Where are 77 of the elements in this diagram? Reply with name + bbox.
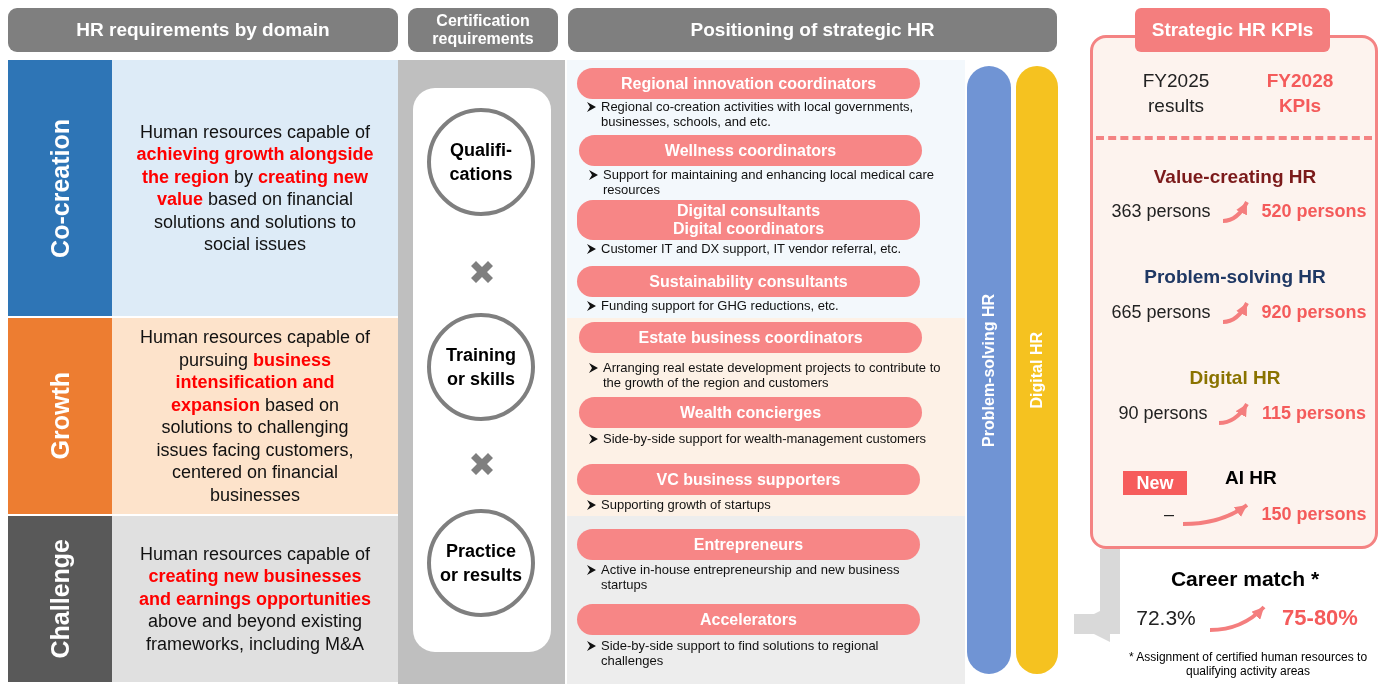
kpi-value: – [1161, 502, 1177, 526]
role-description: Supporting growth of startups [601, 497, 771, 512]
kpi-value: 665 persons [1105, 300, 1217, 324]
role-pill [577, 529, 920, 560]
role-title: Digital consultants [676, 202, 821, 220]
growth-arrow [1222, 201, 1249, 223]
section-title: Career match * [1169, 567, 1321, 591]
kpi-category: Problem-solving HR [1143, 266, 1327, 288]
role-description: Arranging real estate development projects to contribute to the growth of the region and customers [603, 360, 942, 390]
column-header: Certification requirements [408, 8, 558, 52]
column-heading: FY2028 KPIs [1253, 66, 1347, 120]
category-title: Digital HR [1028, 331, 1046, 409]
role-title: Accelerators [700, 610, 797, 629]
role-pill [577, 604, 920, 635]
kpi-value: 363 persons [1105, 199, 1217, 223]
growth-arrow [1222, 302, 1249, 324]
kpi-value: 90 persons [1113, 401, 1213, 425]
role-description: Regional co-creation activities with local governments, businesses, schools, and etc. [601, 99, 915, 129]
role-title: Entrepreneurs [693, 535, 804, 554]
block-arrow [1074, 549, 1120, 642]
kpi-panel [1090, 8, 1378, 549]
domain-title: Co-creation [45, 118, 75, 258]
requirement-text: Practice or results [439, 540, 523, 587]
role-pill [579, 135, 922, 166]
role-title: Estate business coordinators [638, 328, 863, 347]
kpi-value: 72.3% [1128, 604, 1204, 632]
domain-band [8, 318, 112, 516]
kpi-value: 115 persons [1255, 401, 1373, 425]
role-pill [577, 266, 920, 297]
description-panel [112, 318, 398, 516]
new-badge: New [1123, 471, 1187, 495]
role-pill [579, 322, 922, 353]
role-pill [577, 200, 920, 240]
category-title: Problem-solving HR [980, 293, 998, 447]
kpi-category: AI HR [1225, 467, 1278, 489]
category-bar [967, 66, 1011, 674]
panel-heading: Strategic HR KPIs [1135, 8, 1330, 52]
domain-title: Challenge [45, 539, 75, 659]
role-title: Sustainability consultants [649, 272, 848, 291]
description-panel [112, 516, 398, 684]
kpi-value: 150 persons [1255, 502, 1373, 526]
growth-arrow [1209, 605, 1266, 632]
description-text: Human resources capable of creating new businesses and earnings opportunities above and beyond existing frameworks, including M&A [138, 542, 372, 656]
role-description: Side-by-side support for wealth-management customers [603, 431, 926, 446]
role-description: Side-by-side support to find solutions to regional challenges [601, 638, 880, 668]
requirement-text: Qualifi- cations [448, 139, 514, 186]
role-description: Customer IT and DX support, IT vendor referral, etc. [601, 241, 902, 256]
role-title: Wealth concierges [679, 403, 822, 422]
footnote: * Assignment of certified human resources to qualifying activity areas [1127, 650, 1369, 678]
growth-arrow [1182, 503, 1249, 526]
description-text: Human resources capable of pursuing business intensification and expansion based on solutions to challenging issues facing customers, centered on financial businesses [138, 326, 372, 506]
role-title: Digital coordinators [672, 220, 825, 238]
kpi-value: 920 persons [1255, 300, 1373, 324]
role-title: VC business supporters [656, 470, 841, 489]
domain-title: Growth [45, 372, 75, 460]
column-header: Positioning of strategic HR [568, 8, 1057, 52]
role-title: Regional innovation coordinators [620, 74, 877, 93]
kpi-category: Digital HR [1188, 367, 1282, 389]
growth-arrow [1218, 402, 1249, 425]
kpi-category: Value-creating HR [1152, 166, 1318, 188]
category-bar [1016, 66, 1058, 674]
role-pill [579, 397, 922, 428]
role-description: Active in-house entrepreneurship and new business startups [601, 562, 901, 592]
description-text: Human resources capable of achieving growth alongside the region by creating new value based on financial solutions and solutions to social issues [135, 120, 375, 256]
domain-band [8, 516, 112, 684]
description-panel [112, 60, 398, 318]
kpi-value: 75-80% [1272, 604, 1368, 632]
column-heading: FY2025 results [1131, 66, 1221, 120]
domain-band [8, 60, 112, 318]
role-description: Support for maintaining and enhancing local medical care resources [603, 167, 935, 197]
column-header: HR requirements by domain [8, 8, 398, 52]
role-description: Funding support for GHG reductions, etc. [601, 298, 839, 313]
role-title: Wellness coordinators [664, 141, 837, 160]
requirement-text: Training or skills [445, 344, 517, 391]
role-pill [577, 464, 920, 495]
kpi-value: 520 persons [1255, 199, 1373, 223]
role-pill [577, 68, 920, 99]
